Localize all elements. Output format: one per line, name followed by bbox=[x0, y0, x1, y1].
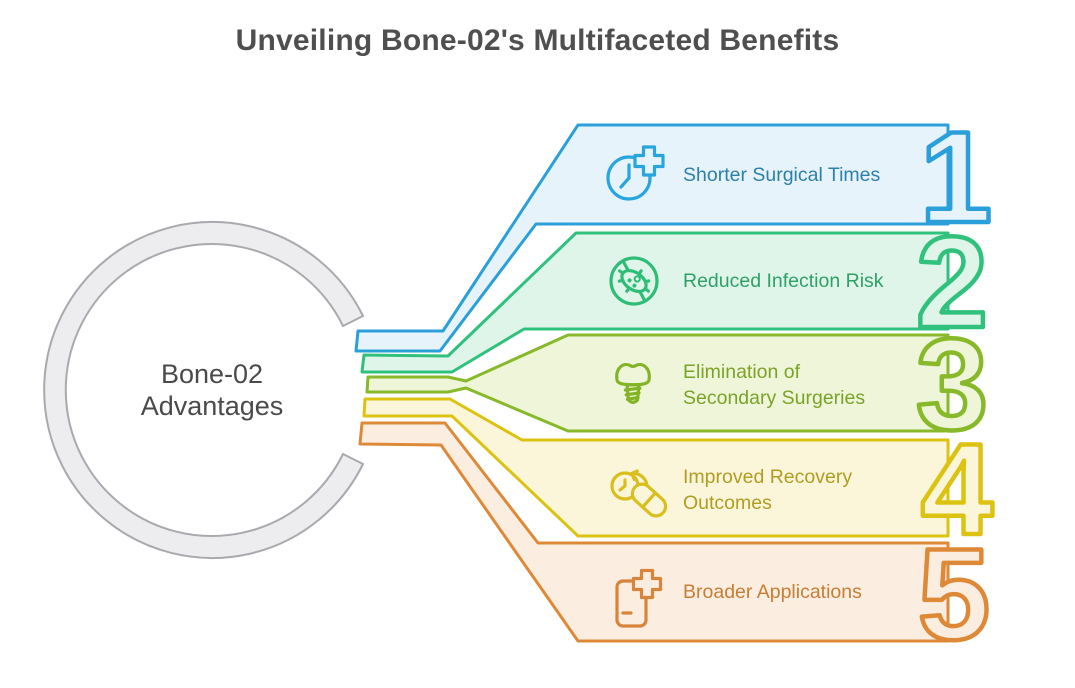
dental-implant-icon bbox=[615, 363, 651, 404]
benefit-label: Broader Applications bbox=[683, 581, 862, 603]
benefit-number: 5 bbox=[918, 521, 990, 667]
benefit-2: Reduced Infection Risk 2 bbox=[360, 207, 990, 374]
benefit-number: 4 bbox=[921, 416, 993, 562]
hub-label-line1: Bone-02 bbox=[161, 359, 263, 389]
page-title: Unveiling Bone-02's Multifaceted Benefit… bbox=[235, 24, 840, 57]
benefit-label-line2: Outcomes bbox=[683, 492, 772, 514]
benefit-ribbon bbox=[362, 397, 950, 538]
benefit-label-line1: Improved Recovery bbox=[683, 466, 852, 488]
benefit-3: Elimination of Secondary Surgeries 3 bbox=[365, 309, 990, 459]
no-bacteria-icon bbox=[609, 256, 659, 306]
benefit-label-line1: Elimination of bbox=[683, 361, 801, 383]
benefit-label: Shorter Surgical Times bbox=[683, 164, 880, 186]
benefit-5: Broader Applications 5 bbox=[358, 421, 992, 669]
recovery-pill-icon bbox=[610, 469, 668, 518]
hub: Bone-02 Advantages bbox=[43, 221, 364, 559]
benefit-number: 1 bbox=[920, 104, 992, 250]
hub-label-line2: Advantages bbox=[141, 391, 284, 421]
benefit-ribbon bbox=[365, 333, 950, 433]
benefit-number: 2 bbox=[916, 209, 988, 355]
benefit-number: 3 bbox=[916, 311, 988, 457]
hub-ring bbox=[43, 221, 364, 559]
device-plus-icon bbox=[615, 568, 663, 628]
benefit-label: Reduced Infection Risk bbox=[683, 270, 884, 292]
clock-plus-icon bbox=[606, 145, 665, 201]
benefit-1: Shorter Surgical Times 1 bbox=[354, 102, 994, 353]
benefit-ribbon bbox=[354, 123, 950, 353]
benefit-4: Improved Recovery Outcomes 4 bbox=[362, 397, 995, 564]
benefit-ribbon bbox=[360, 231, 950, 374]
benefit-label-line2: Secondary Surgeries bbox=[683, 387, 865, 409]
benefit-ribbon bbox=[358, 421, 950, 643]
